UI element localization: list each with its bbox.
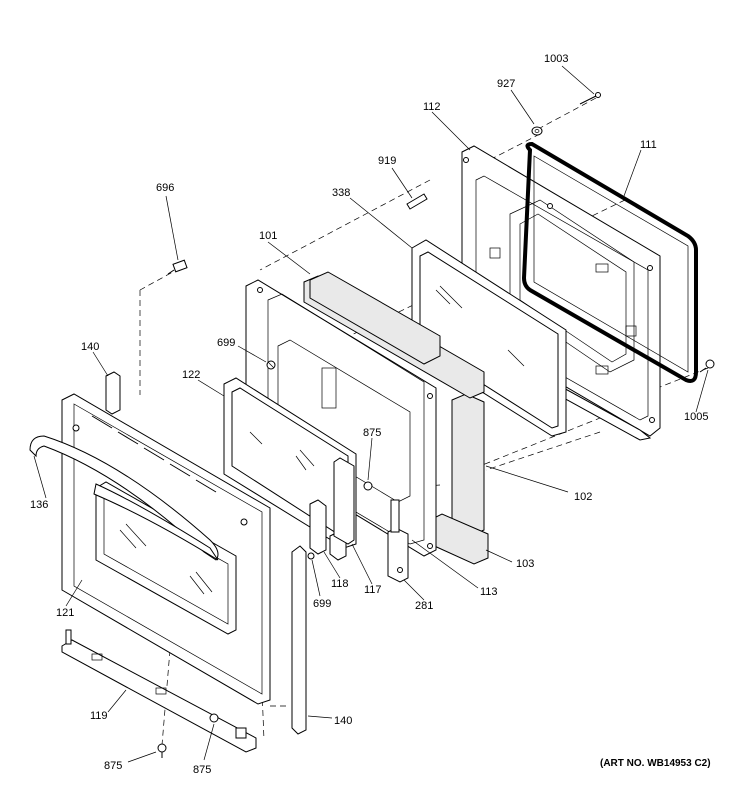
label-1005: 1005: [684, 411, 708, 423]
label-113: 113: [480, 586, 498, 598]
clip-919: [406, 193, 428, 210]
label-1003: 1003: [544, 53, 568, 65]
label-103: 103: [516, 558, 534, 570]
label-875-bottom-right: 875: [193, 764, 211, 776]
screw-696: [167, 259, 188, 275]
door-gasket-111: [521, 141, 698, 383]
label-140-left: 140: [81, 341, 99, 353]
side-trim-140-right: [291, 545, 307, 735]
label-136: 136: [30, 499, 48, 511]
label-111: 111: [640, 139, 657, 151]
hinge-117: [333, 457, 355, 545]
label-101: 101: [259, 230, 277, 242]
label-117: 117: [364, 584, 382, 596]
washer-927: [531, 126, 543, 136]
label-875-mid: 875: [363, 427, 381, 439]
label-699-lower: 699: [313, 598, 331, 610]
screw-699-upper: [266, 360, 276, 370]
screw-1003: [579, 92, 601, 105]
art-number: (ART NO. WB14953 C2): [600, 758, 711, 769]
part-labels: 1003 927 112 111 919 338 696 101 699 140…: [30, 53, 711, 776]
label-140-right: 140: [334, 715, 352, 727]
label-927: 927: [497, 78, 515, 90]
screw-875-bottom-right: [209, 713, 219, 723]
label-122: 122: [182, 369, 200, 381]
hinge-281: [387, 499, 409, 583]
label-338: 338: [332, 187, 350, 199]
label-919: 919: [378, 155, 396, 167]
label-112: 112: [423, 101, 441, 113]
label-875-bottom-left: 875: [104, 760, 122, 772]
leader-lines: [33, 65, 709, 763]
screw-875-bottom-left: [157, 743, 167, 758]
label-119: 119: [90, 710, 108, 722]
screw-1005: [699, 359, 715, 373]
label-118: 118: [331, 578, 349, 590]
label-121: 121: [56, 607, 74, 619]
label-696: 696: [156, 182, 174, 194]
handle-136: [29, 435, 219, 561]
label-102: 102: [574, 491, 592, 503]
inner-door-liner-112: [461, 145, 661, 441]
screw-699-lower: [307, 552, 315, 560]
bottom-trim-119: [61, 629, 257, 753]
inner-glass-338: [411, 239, 567, 437]
screw-875-mid: [363, 481, 373, 491]
side-trim-140-left: [105, 371, 121, 415]
label-699-upper: 699: [217, 337, 235, 349]
label-281: 281: [415, 600, 433, 612]
